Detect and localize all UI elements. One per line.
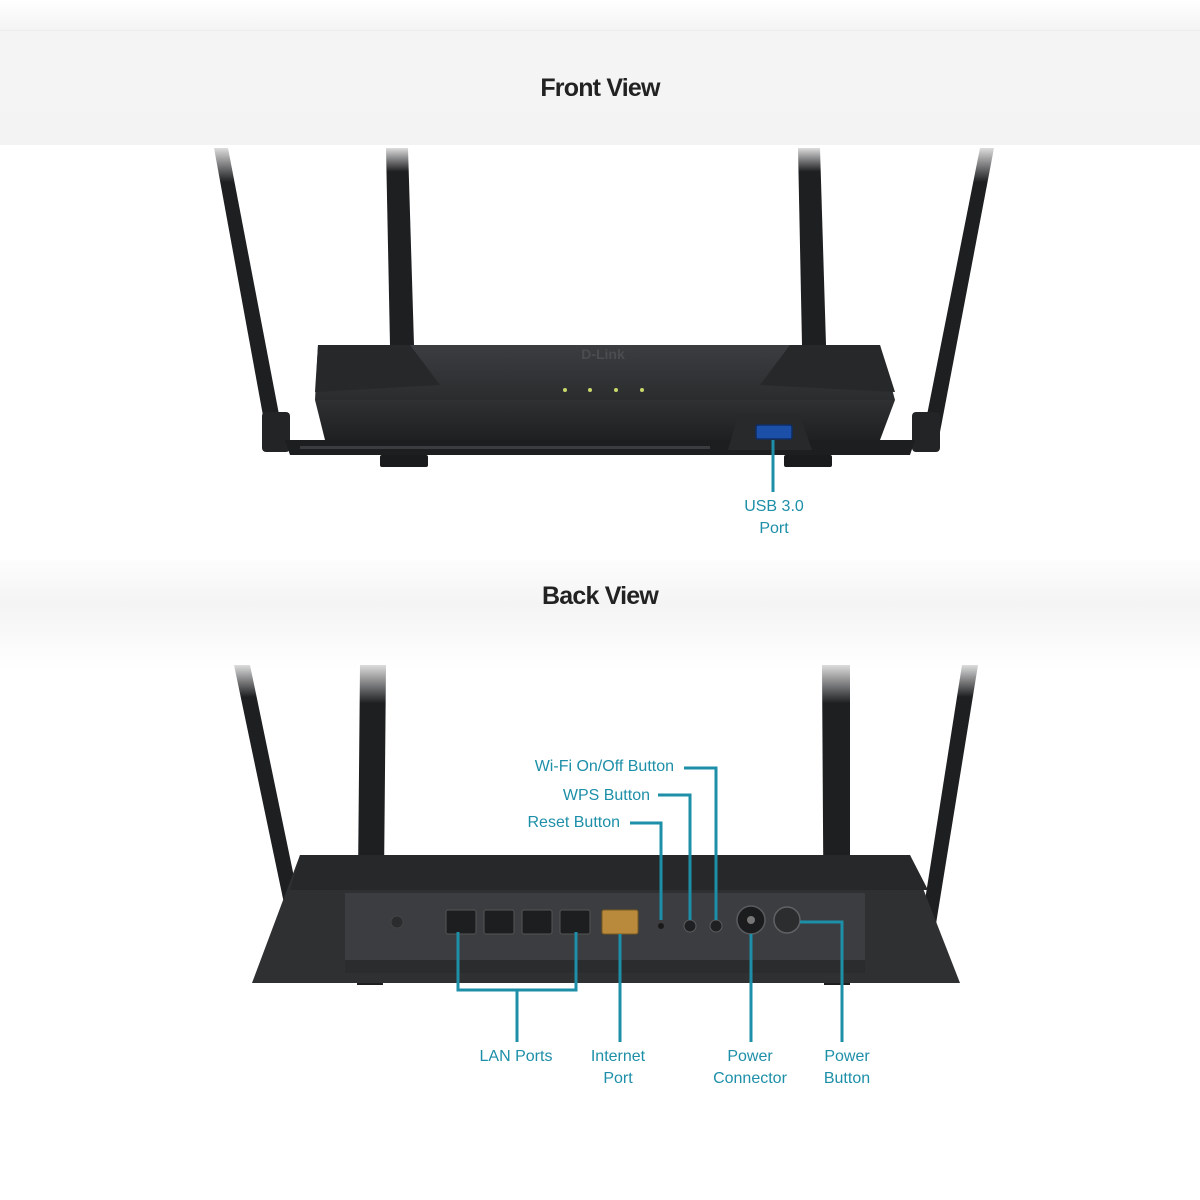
front-antenna-left-outer	[214, 148, 282, 432]
power-button-label-line1: Power	[824, 1048, 870, 1065]
top-background-band	[0, 0, 1200, 145]
power-connector-label-line1: Power	[727, 1048, 773, 1065]
front-view-title: Front View	[540, 74, 660, 102]
wifi-button-label: Wi-Fi On/Off Button	[534, 758, 674, 775]
back-callout-lines	[456, 766, 844, 1042]
usb-port-label-line1: USB 3.0	[744, 498, 804, 515]
power-connector-label: Power Connector	[698, 1046, 802, 1090]
internet-port-label-line1: Internet	[590, 1048, 646, 1065]
svg-text:D-Link: D-Link	[581, 346, 625, 362]
back-router	[234, 665, 978, 985]
wps-button-label: WPS Button	[562, 787, 650, 804]
front-router: D-Link	[214, 148, 994, 467]
middle-background-band	[0, 560, 1200, 670]
power-connector-label-line2: Connector	[713, 1070, 787, 1087]
power-button-icon	[773, 906, 801, 934]
usb-port-label: USB 3.0 Port	[734, 496, 814, 540]
reset-hole-icon	[658, 923, 664, 929]
internet-port-label-line2: Port	[603, 1070, 633, 1087]
lan-ports-label: LAN Ports	[479, 1048, 553, 1065]
front-antenna-left-inner	[386, 148, 414, 345]
front-antenna-right-inner	[798, 148, 826, 345]
wifi-button-icon	[709, 919, 723, 933]
usb-port-icon	[755, 424, 793, 440]
back-view-title: Back View	[541, 582, 659, 610]
back-antenna-right-outer	[920, 665, 978, 932]
wps-button-icon	[683, 919, 697, 933]
usb-port-label-line2: Port	[759, 520, 789, 537]
top-divider	[0, 30, 1200, 31]
back-antenna-left-outer	[234, 665, 305, 932]
front-antenna-right-outer	[924, 148, 994, 432]
internet-port-label: Internet Port	[570, 1046, 666, 1090]
internet-port-icon	[601, 909, 639, 935]
power-button-label: Power Button	[800, 1046, 894, 1090]
power-button-label-line2: Button	[823, 1070, 871, 1087]
reset-button-label: Reset Button	[527, 814, 621, 831]
